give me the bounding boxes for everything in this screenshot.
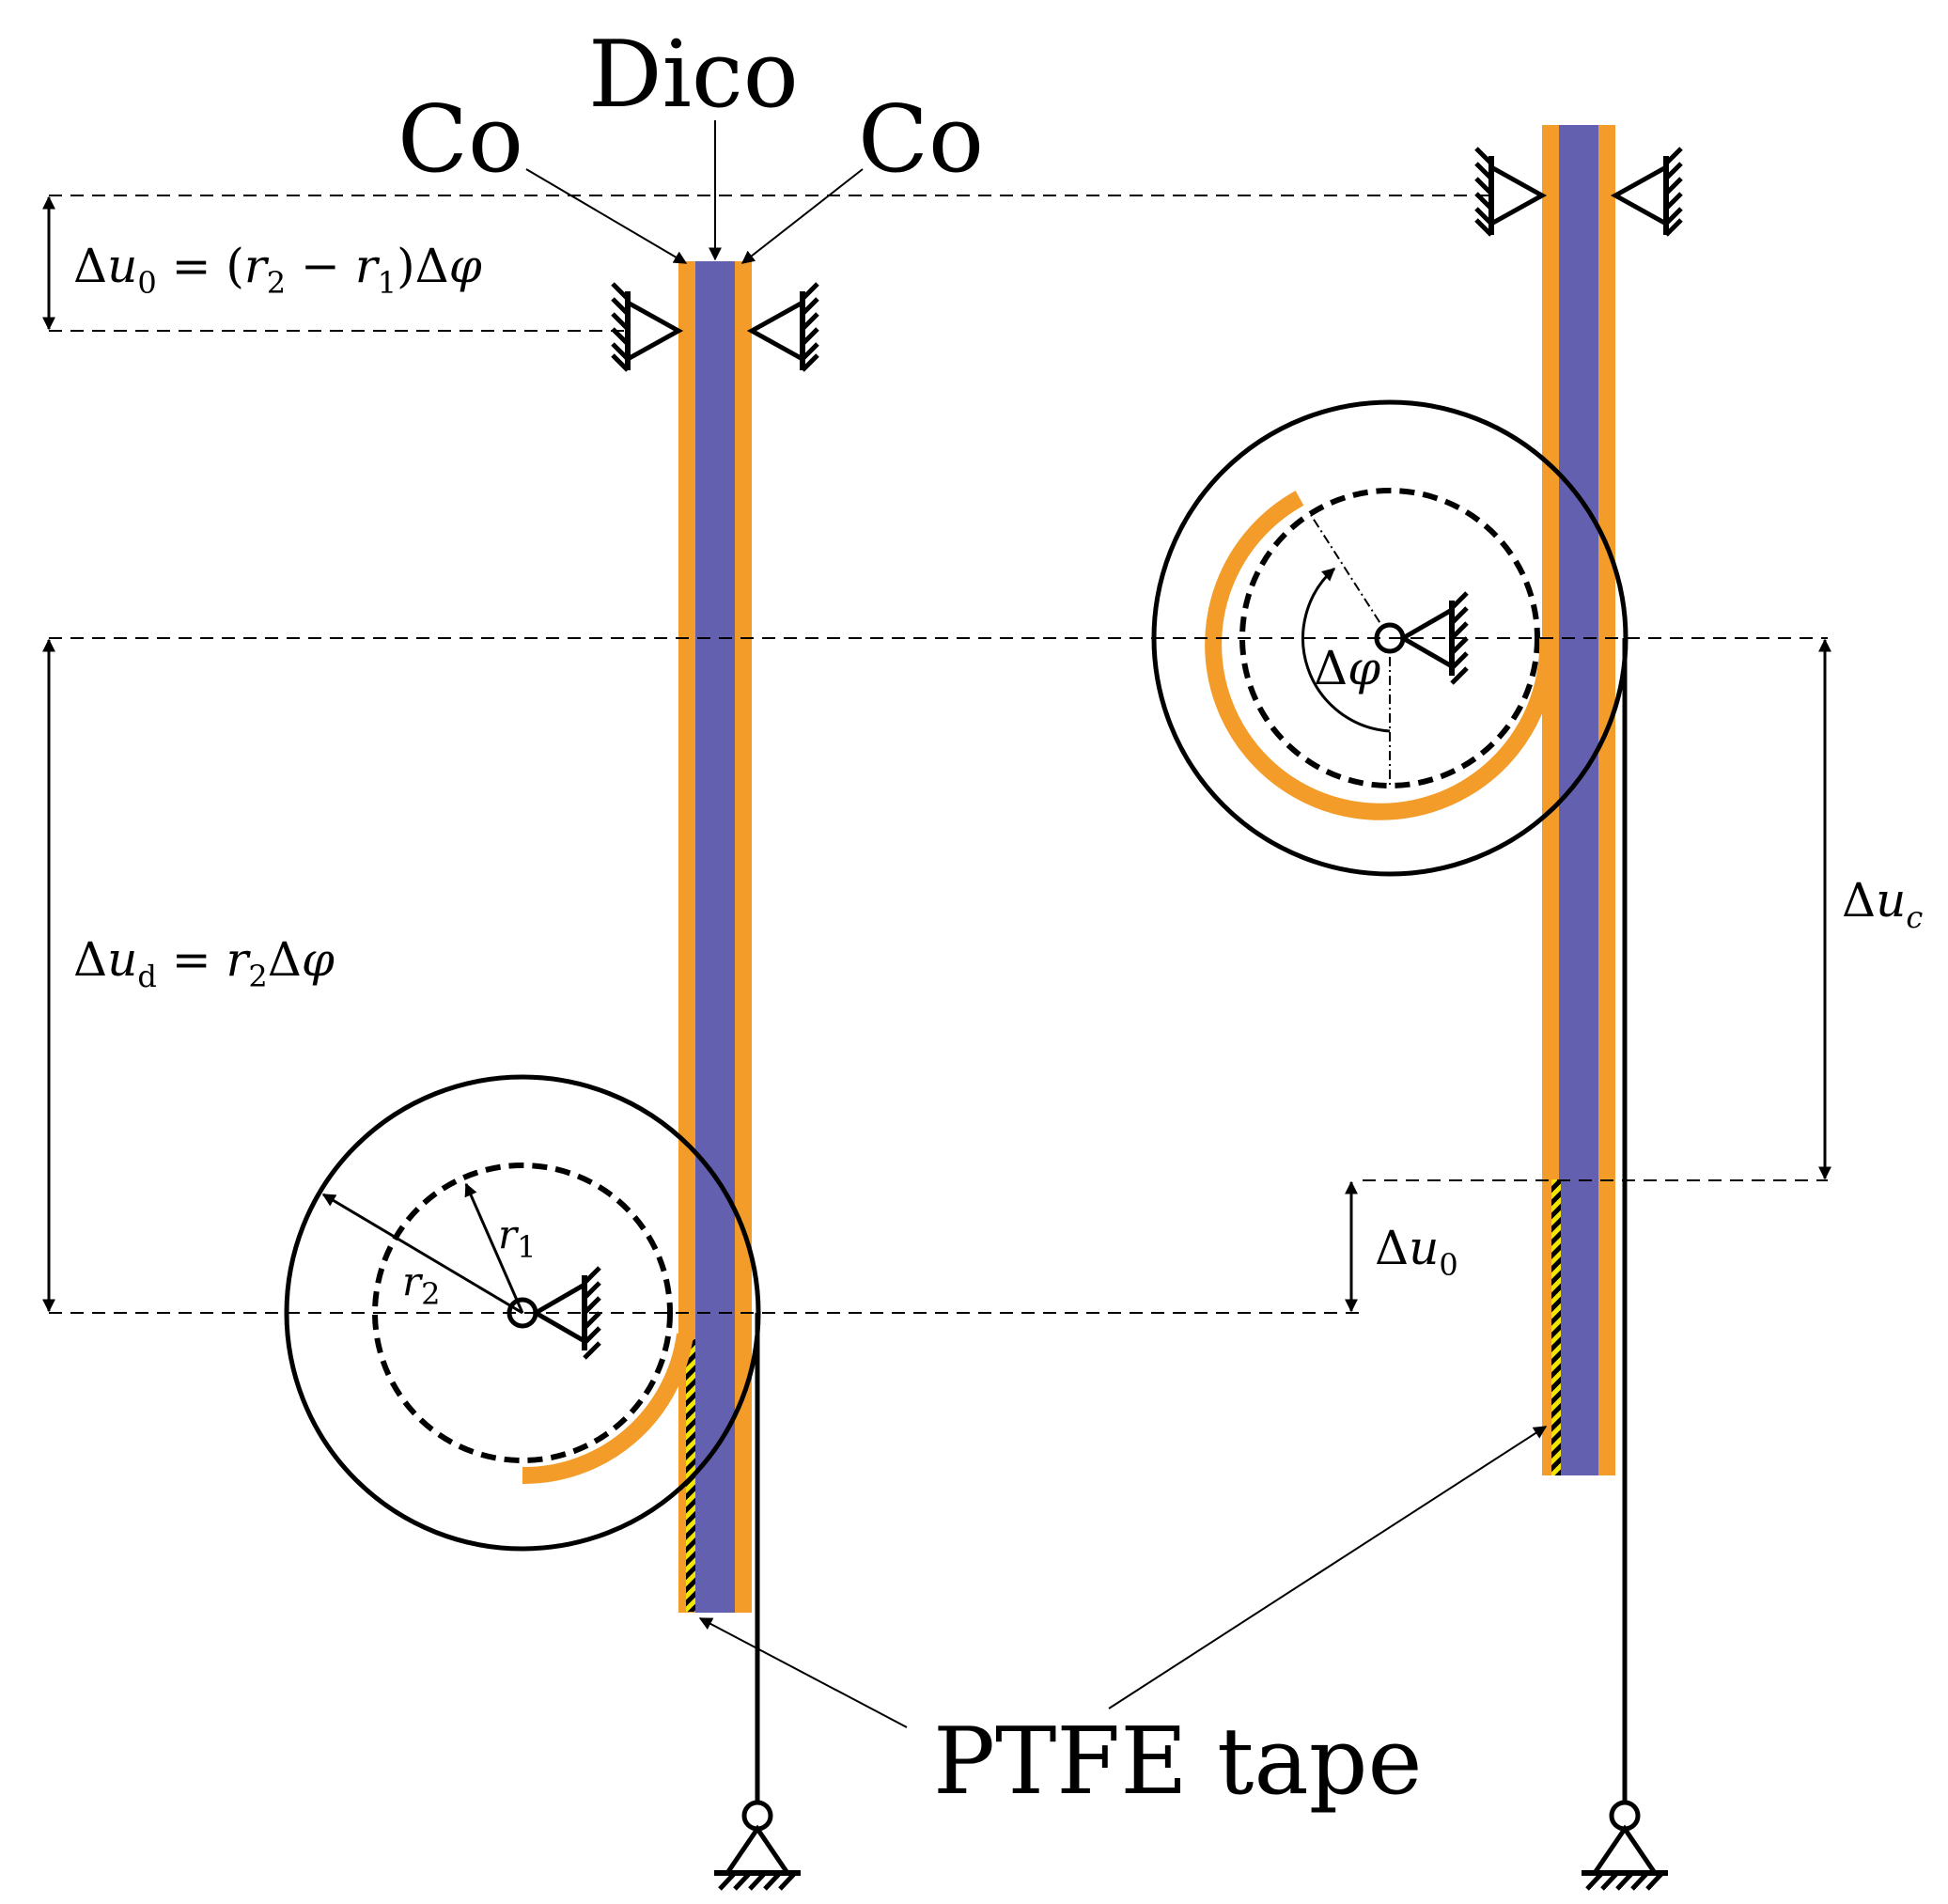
- right-drum-bearing-support: [1397, 591, 1469, 685]
- duc-label: Δuc: [1842, 873, 1923, 935]
- r1-label: r1: [498, 1211, 536, 1265]
- left-drum-inner-circle: [372, 1163, 673, 1463]
- dimension-arrows: [42, 195, 1831, 1313]
- right-dphi-arc-arrow: [1301, 567, 1391, 733]
- right-ground-pin-support: [1582, 1800, 1668, 1891]
- left-configuration: [284, 261, 819, 1891]
- left-r1-radius-arrow: [464, 1182, 524, 1314]
- du0-equation-label: Δu0 = (r2 − r1)Δφ: [73, 239, 482, 301]
- dphi-label: Δφ: [1314, 641, 1380, 695]
- left-ground-pin-support: [714, 1800, 801, 1891]
- ptfe-tape-label: PTFE tape: [933, 1709, 1423, 1816]
- left-wound-fabric-arc: [522, 1333, 693, 1485]
- leader-arrows: [525, 120, 1548, 1728]
- left-r2-radius-arrow: [321, 1193, 523, 1315]
- right-wound-fabric-arc: [1205, 491, 1557, 820]
- co-left-label: Co: [397, 86, 523, 194]
- r2-label: r2: [402, 1258, 440, 1312]
- right-ptfe-tape: [1551, 1179, 1561, 1475]
- right-angle-ref-line-rotated: [1310, 514, 1391, 639]
- left-clamp-support: [611, 282, 819, 372]
- right-drum-inner-circle: [1239, 488, 1540, 788]
- ptfe-leader-left: [698, 1617, 908, 1728]
- right-clamp-support: [1474, 147, 1683, 237]
- dimension-lines: [49, 195, 1828, 1314]
- right-configuration: [1151, 125, 1683, 1891]
- left-dico-layer: [695, 261, 735, 1613]
- dud-equation-label: Δud = r2Δφ: [73, 932, 335, 994]
- left-drum-bearing-support: [530, 1266, 601, 1360]
- co-right-label: Co: [858, 86, 984, 194]
- co-right-leader: [740, 168, 864, 264]
- right-dico-layer: [1559, 125, 1598, 1475]
- ptfe-leader-right: [1108, 1426, 1548, 1709]
- co-left-leader: [525, 168, 688, 264]
- dico-label: Dico: [588, 22, 799, 129]
- du0-right-label: Δu0: [1375, 1221, 1458, 1283]
